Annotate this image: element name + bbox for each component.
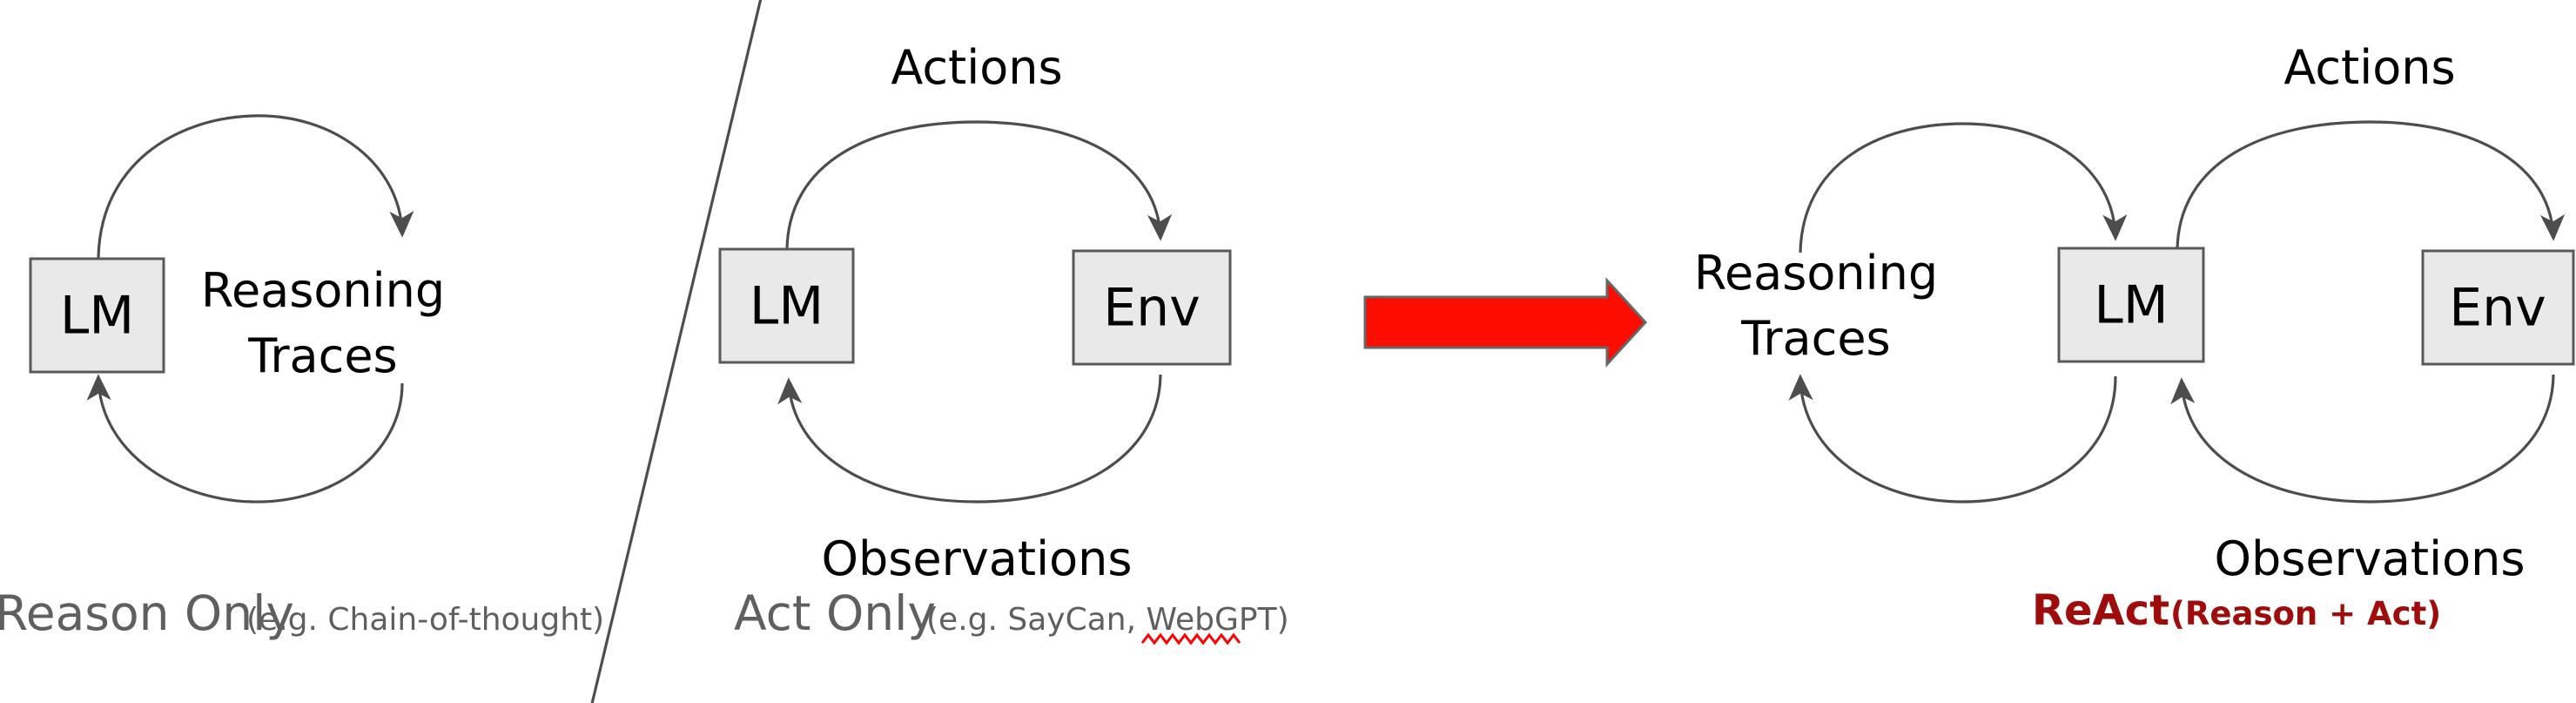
panel-react: LM Env Reasoning Traces Actions Observat… [1694,40,2575,635]
arc-actions [785,120,1173,250]
node-lm-label: LM [750,276,824,337]
arc-reasoning-traces-out [97,114,414,259]
panel-divider-line [590,0,763,703]
caption-react-sub: (Reason + Act) [2170,595,2441,632]
edge-label-observations: Observations [822,531,1133,586]
node-lm-reason-only: LM [29,257,165,374]
transform-arrow-icon [1363,277,1648,368]
edge-label-react-reasoning: Reasoning [1694,246,1938,301]
edge-label-react-observations: Observations [2215,531,2526,586]
caption-act-only-main: Act Only [734,585,936,641]
caption-react-main: ReAct [2032,586,2169,635]
edge-label-react-actions: Actions [2283,40,2455,95]
arc-react-reasoning-in [1788,374,2117,504]
edge-label-reasoning: Reasoning [201,263,445,318]
node-lm-label: LM [60,286,134,347]
node-lm-label: LM [2094,275,2168,336]
edge-label-react-traces: Traces [1740,311,1890,366]
node-lm-react: LM [2057,247,2205,363]
node-env-act-only: Env [1072,249,1232,366]
caption-reason-only-main: Reason Only [0,585,294,641]
arc-react-reasoning-out [1799,122,2128,253]
arc-observations [777,374,1162,504]
caption-reason-only-sub: (e.g. Chain-of-thought) [246,602,604,638]
arc-react-actions [2176,120,2566,250]
panel-act-only: LM Env Actions Observations Act Only (e.… [718,40,1289,646]
spellcheck-squiggle-icon [1140,632,1241,646]
arc-reasoning-traces-in [86,374,404,504]
node-lm-act-only: LM [718,247,855,364]
node-env-react: Env [2421,249,2575,366]
caption-act-only-sub: (e.g. SayCan, WebGPT) [926,602,1289,638]
arc-react-observations [2170,374,2555,504]
edge-label-actions: Actions [891,40,1062,95]
panel-reason-only: LM Reasoning Traces Reason Only (e.g. Ch… [0,114,604,641]
edge-label-traces: Traces [247,328,397,383]
node-env-label: Env [2449,278,2546,339]
node-env-label: Env [1103,278,1200,339]
